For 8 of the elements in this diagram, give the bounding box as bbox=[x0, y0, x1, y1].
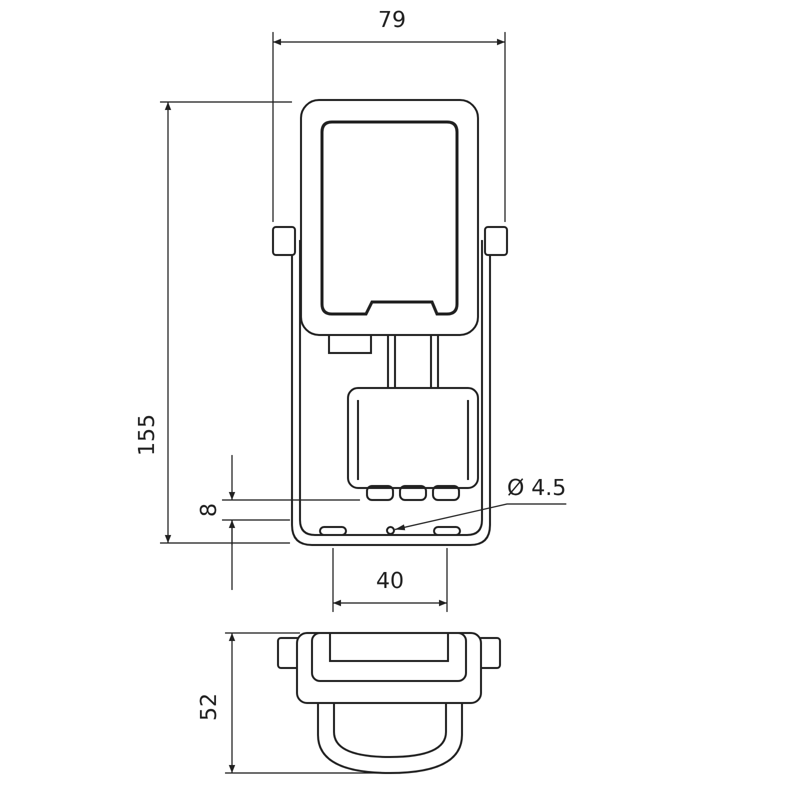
dimension-value: 52 bbox=[199, 693, 221, 721]
dimension-label: Ø 4.5 bbox=[507, 478, 566, 500]
dimension-value: 8 bbox=[199, 503, 221, 517]
mounting-hole bbox=[386, 526, 395, 535]
dimension-value: 79 bbox=[378, 10, 406, 32]
dimension-value: 40 bbox=[376, 571, 404, 593]
dimension-value: 155 bbox=[137, 414, 159, 456]
leader-line bbox=[394, 503, 566, 530]
